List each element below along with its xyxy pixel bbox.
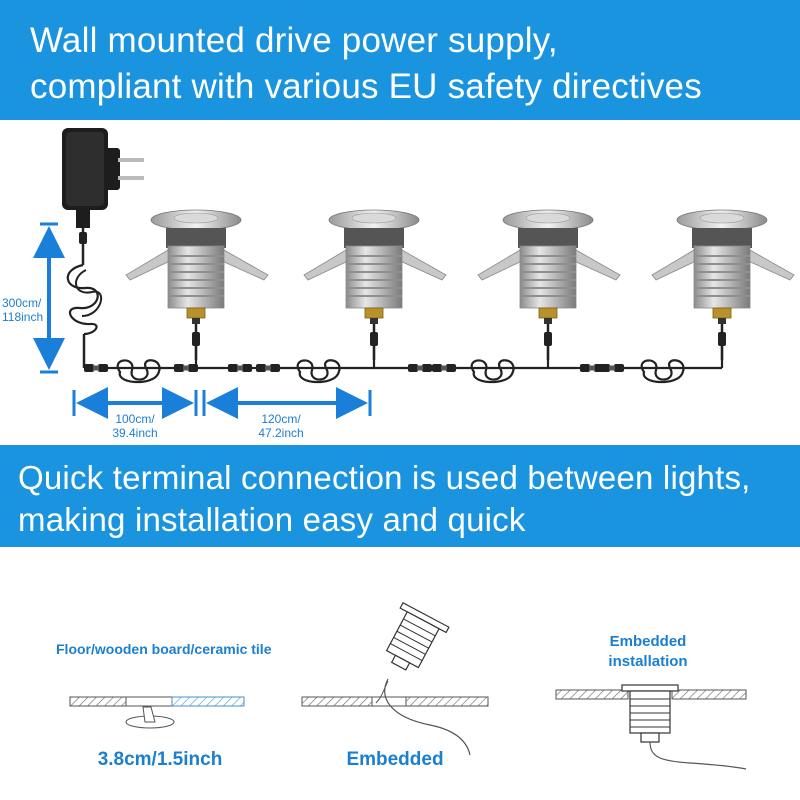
panel-1-caption: 3.8cm/1.5inch: [97, 749, 223, 770]
feature-line-1: Quick terminal connection is used betwee…: [18, 459, 751, 496]
light-4-icon: [650, 208, 796, 362]
vertical-dim-line-2: 118inch: [2, 310, 44, 324]
panel-2-drawing: [301, 601, 489, 756]
panel-1-drawing: [69, 696, 245, 729]
light-1-icon: [124, 208, 270, 362]
panel-3-title-line-1: Embedded: [609, 633, 687, 650]
dim-1-line-1: 100cm/: [115, 412, 155, 426]
vertical-dim-line-1: 300cm/: [2, 296, 42, 310]
dim-1-line-2: 39.4inch: [112, 426, 158, 440]
dim-2-label: 120cm/ 47.2inch: [246, 412, 316, 440]
feature-banner: Quick terminal connection is used betwee…: [0, 445, 800, 547]
panel-1-title: Floor/wooden board/ceramic tile: [56, 641, 272, 657]
vertical-dimension: [33, 222, 65, 374]
panel-3-drawing: [555, 684, 747, 770]
installation-diagrams: Floor/wooden board/ceramic tile 3.8cm/1.…: [0, 547, 800, 800]
wiring-svg: [33, 128, 796, 419]
header-banner: Wall mounted drive power supply, complia…: [0, 0, 800, 120]
header-line-2: compliant with various EU safety directi…: [30, 67, 702, 106]
panel-2-caption: Embedded: [346, 749, 444, 770]
feature-line-2: making installation easy and quick: [18, 501, 526, 538]
wiring-diagram: 300cm/ 118inch 100cm/ 39.4inch 120cm/ 47…: [0, 120, 800, 445]
header-line-1: Wall mounted drive power supply,: [30, 21, 558, 60]
dim-2-line-1: 120cm/: [261, 412, 301, 426]
dim-2-line-2: 47.2inch: [258, 426, 304, 440]
light-3-icon: [476, 208, 622, 362]
dim-1-label: 100cm/ 39.4inch: [100, 412, 170, 440]
panel-3-title: Embedded installation: [568, 632, 728, 672]
power-adapter-icon: [62, 128, 144, 368]
vertical-dim-label: 300cm/ 118inch: [2, 296, 43, 324]
panel-3-title-line-2: installation: [608, 653, 688, 670]
light-2-icon: [302, 208, 448, 362]
horizontal-dimension-1: [72, 387, 198, 419]
installation-svg: [69, 601, 747, 770]
horizontal-dimension-2: [202, 387, 372, 419]
